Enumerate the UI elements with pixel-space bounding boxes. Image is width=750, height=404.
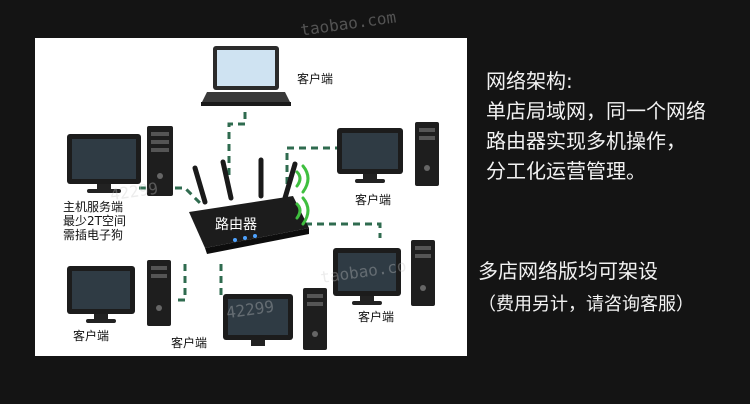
host-label: 主机服务端 最少2T空间 需插电子狗 <box>63 200 126 242</box>
client-label-bottom-center: 客户端 <box>171 336 208 350</box>
host-tower-icon <box>147 126 173 196</box>
architecture-line-1: 单店局域网，同一个网络 <box>486 99 706 123</box>
client-tower-icon-right-top <box>415 122 439 186</box>
watermark-top: taobao.com <box>299 7 398 40</box>
multi-store-line-1: 多店网络版均可架设 <box>478 259 658 283</box>
multi-store-description: 多店网络版均可架设 （费用另计，请咨询客服） <box>478 254 694 322</box>
architecture-heading: 网络架构: <box>486 69 573 93</box>
client-tower-icon-bottom-left <box>147 260 171 326</box>
client-tower-icon-right-bottom <box>411 240 435 306</box>
cable-top-laptop <box>227 112 247 176</box>
host-label-line-3: 需插电子狗 <box>63 228 124 242</box>
diagram-canvas <box>67 46 439 350</box>
client-monitor-icon-bottom-center <box>223 294 293 346</box>
router-label: 路由器 <box>215 217 257 233</box>
cable-right-top-client <box>285 146 370 184</box>
wifi-signal-icon <box>295 164 310 226</box>
router-icon <box>189 157 309 254</box>
host-label-line-2: 最少2T空间 <box>63 214 126 228</box>
client-label-right-bottom: 客户端 <box>358 310 395 324</box>
cable-right-bottom-client <box>305 222 382 238</box>
client-monitor-icon-right-bottom <box>333 248 401 305</box>
host-monitor-icon <box>67 134 141 193</box>
host-label-line-1: 主机服务端 <box>63 200 124 214</box>
laptop-icon <box>201 46 291 106</box>
network-diagram: 路由器 客户端 客户端 客户端 客户端 客户端 主机服务端 最少2T空间 需插电… <box>35 38 467 356</box>
architecture-description: 网络架构: 单店局域网，同一个网络 路由器实现多机操作， 分工化运营管理。 <box>486 66 706 186</box>
multi-store-line-2: （费用另计，请咨询客服） <box>478 294 694 315</box>
client-monitor-icon-bottom-left <box>67 266 135 323</box>
cable-bottom-left-client <box>177 264 187 302</box>
client-label-top: 客户端 <box>297 72 334 86</box>
client-label-bottom-left: 客户端 <box>73 329 110 343</box>
client-tower-icon-bottom-center <box>303 288 327 350</box>
architecture-line-3: 分工化运营管理。 <box>486 159 646 183</box>
client-label-right-top: 客户端 <box>355 193 392 207</box>
architecture-line-2: 路由器实现多机操作， <box>486 129 686 153</box>
client-monitor-icon-right-top <box>337 128 403 183</box>
